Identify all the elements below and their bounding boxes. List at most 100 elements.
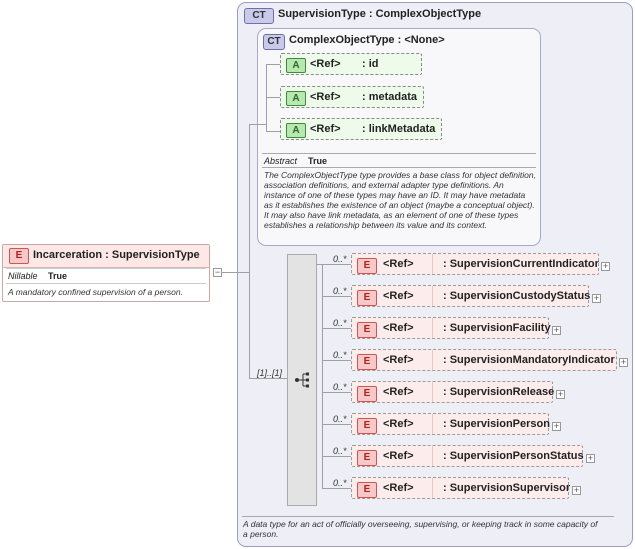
child-separator — [432, 446, 433, 466]
child-supervision-current-indicator[interactable]: E <Ref> : SupervisionCurrentIndicator — [351, 253, 599, 275]
child-separator — [432, 254, 433, 274]
attribute-link-metadata[interactable]: A <Ref> : linkMetadata — [280, 118, 442, 140]
child-ref: <Ref> — [383, 482, 414, 494]
child-supervision-custody-status[interactable]: E <Ref> : SupervisionCustodyStatus — [351, 285, 591, 307]
attribute-connector — [266, 131, 280, 132]
attribute-metadata[interactable]: A <Ref> : metadata — [280, 86, 424, 108]
complex-object-type-title: ComplexObjectType : <None> — [289, 34, 445, 46]
child-supervision-supervisor[interactable]: E <Ref> : SupervisionSupervisor — [351, 477, 571, 499]
element-icon: E — [357, 450, 377, 466]
child-name: : SupervisionPerson — [443, 418, 550, 430]
element-icon: E — [9, 248, 29, 264]
element-icon: E — [357, 482, 377, 498]
root-element-documentation: A mandatory confined supervision of a pe… — [8, 287, 183, 297]
child-supervision-person[interactable]: E <Ref> : SupervisionPerson — [351, 413, 550, 435]
child-occurrence: 0..* — [333, 382, 347, 392]
root-divider — [6, 268, 206, 269]
sequence-compositor[interactable] — [287, 254, 317, 506]
child-connector — [317, 264, 351, 265]
root-connector — [222, 272, 250, 273]
collapse-toggle[interactable]: − — [213, 267, 222, 277]
child-name: : SupervisionCustodyStatus — [443, 290, 591, 302]
child-occurrence: 0..* — [333, 254, 347, 264]
nillable-label: Nillable — [8, 271, 38, 281]
child-name: : SupervisionFacility — [443, 322, 551, 334]
supervision-type-title: SupervisionType : ComplexObjectType — [278, 8, 482, 20]
child-connector — [322, 328, 351, 329]
child-occurrence: 0..* — [333, 414, 347, 424]
complex-type-icon: CT — [263, 34, 285, 50]
sequence-connector — [249, 378, 287, 379]
child-separator — [432, 318, 433, 338]
attribute-connector — [266, 64, 267, 132]
root-element-header: E Incarceration : SupervisionType — [3, 245, 209, 268]
child-supervision-release[interactable]: E <Ref> : SupervisionRelease — [351, 381, 555, 403]
child-occurrence: 0..* — [333, 318, 347, 328]
base-doc-divider — [262, 167, 536, 168]
sequence-occurrence: [1]..[1] — [257, 368, 283, 378]
attribute-icon: A — [286, 58, 306, 73]
element-icon: E — [357, 322, 377, 338]
abstract-value: True — [308, 156, 328, 166]
child-connector — [322, 296, 351, 297]
outer-type-documentation: A data type for an act of officially ove… — [243, 519, 598, 539]
child-name: : SupervisionMandatoryIndicator — [443, 354, 615, 366]
child-connector — [322, 360, 351, 361]
child-ref: <Ref> — [383, 258, 414, 270]
attribute-name: : id — [362, 58, 379, 70]
nillable-value: True — [48, 271, 68, 281]
attribute-name: : linkMetadata — [362, 123, 436, 135]
child-ref: <Ref> — [383, 450, 414, 462]
expand-toggle[interactable]: + — [592, 293, 601, 303]
child-supervision-mandatory-indicator[interactable]: E <Ref> : SupervisionMandatoryIndicator — [351, 349, 617, 371]
expand-toggle[interactable]: + — [586, 453, 595, 463]
children-connector — [322, 264, 323, 489]
expand-toggle[interactable]: + — [601, 261, 610, 271]
child-connector — [322, 488, 351, 489]
root-divider — [6, 283, 206, 284]
child-connector — [322, 392, 351, 393]
complex-type-icon: CT — [244, 8, 274, 24]
expand-toggle[interactable]: + — [552, 325, 561, 335]
expand-toggle[interactable]: + — [572, 485, 581, 495]
child-name: : SupervisionPersonStatus — [443, 450, 584, 462]
child-supervision-facility[interactable]: E <Ref> : SupervisionFacility — [351, 317, 551, 339]
attribute-icon: A — [286, 123, 306, 138]
root-element-title: Incarceration : SupervisionType — [33, 249, 200, 261]
attribute-name: : metadata — [362, 91, 418, 103]
expand-toggle[interactable]: + — [619, 357, 628, 367]
child-separator — [432, 478, 433, 498]
expand-toggle[interactable]: + — [552, 421, 561, 431]
attribute-ref: <Ref> — [310, 123, 341, 135]
child-ref: <Ref> — [383, 290, 414, 302]
child-ref: <Ref> — [383, 386, 414, 398]
child-name: : SupervisionSupervisor — [443, 482, 571, 494]
sequence-icon — [295, 372, 309, 388]
abstract-divider — [262, 153, 536, 154]
element-icon: E — [357, 386, 377, 402]
type-connector — [249, 124, 266, 125]
element-icon: E — [357, 290, 377, 306]
child-connector — [322, 456, 351, 457]
child-separator — [432, 350, 433, 370]
child-name: : SupervisionRelease — [443, 386, 555, 398]
root-element-incarceration[interactable]: E Incarceration : SupervisionType Nillab… — [2, 244, 210, 302]
abstract-label: Abstract — [264, 156, 298, 166]
child-ref: <Ref> — [383, 322, 414, 334]
child-separator — [432, 414, 433, 434]
attribute-connector — [266, 97, 280, 98]
attribute-connector — [266, 64, 280, 65]
element-icon: E — [357, 258, 377, 274]
child-separator — [432, 286, 433, 306]
element-icon: E — [357, 418, 377, 434]
attribute-id[interactable]: A <Ref> : id — [280, 53, 422, 75]
expand-toggle[interactable]: + — [556, 389, 565, 399]
outer-doc-divider — [242, 516, 614, 517]
child-separator — [432, 382, 433, 402]
child-occurrence: 0..* — [333, 478, 347, 488]
child-supervision-person-status[interactable]: E <Ref> : SupervisionPersonStatus — [351, 445, 584, 467]
attribute-ref: <Ref> — [310, 58, 341, 70]
child-ref: <Ref> — [383, 354, 414, 366]
element-icon: E — [357, 354, 377, 370]
base-type-documentation: The ComplexObjectType type provides a ba… — [264, 170, 536, 230]
